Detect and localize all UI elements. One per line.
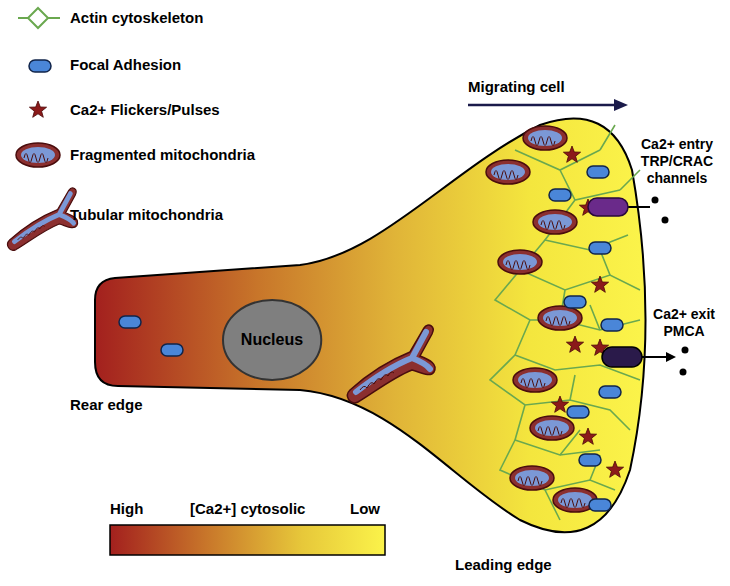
calcium-scale-bar: [110, 525, 385, 555]
legend-tubular-mito: [8, 188, 78, 250]
trp-crac-channel: [588, 197, 669, 224]
text-label: Migrating cell: [468, 78, 565, 96]
tubular-mitochondrion: [348, 325, 435, 403]
legend-text: Tubular mitochondria: [70, 206, 223, 224]
text-label: Ca2+ exit PMCA: [644, 306, 724, 340]
text-label: Low: [350, 500, 380, 518]
legend-text: Fragmented mitochondria: [70, 146, 255, 164]
text-label: Leading edge: [455, 556, 552, 574]
fragmented-mitochondria: [486, 126, 597, 512]
node-text: Nucleus: [241, 331, 303, 349]
text-label: High: [110, 500, 143, 518]
legend-actin-symbol: [18, 8, 60, 28]
migration-arrow: [468, 99, 628, 111]
legend-text: Ca2+ Flickers/Pulses: [70, 101, 220, 119]
legend-star: [29, 101, 46, 117]
text-label: Ca2+ entry TRP/CRAC channels: [630, 136, 724, 186]
cell-outline: [95, 118, 646, 532]
text-label: Rear edge: [70, 396, 143, 414]
text-label: [Ca2+] cytosolic: [190, 500, 305, 518]
pmca-pump: [602, 347, 689, 376]
legend-text: Focal Adhesion: [70, 56, 181, 74]
node-text-wrap: Nucleus: [241, 331, 303, 349]
legend-text: Actin cytoskeleton: [70, 9, 203, 27]
calcium-flickers: [551, 146, 623, 477]
legend-focal-adhesion: [29, 60, 51, 72]
legend-fragmented-mito: [16, 143, 60, 167]
nucleus-ellipse: Nucleus: [221, 298, 323, 382]
